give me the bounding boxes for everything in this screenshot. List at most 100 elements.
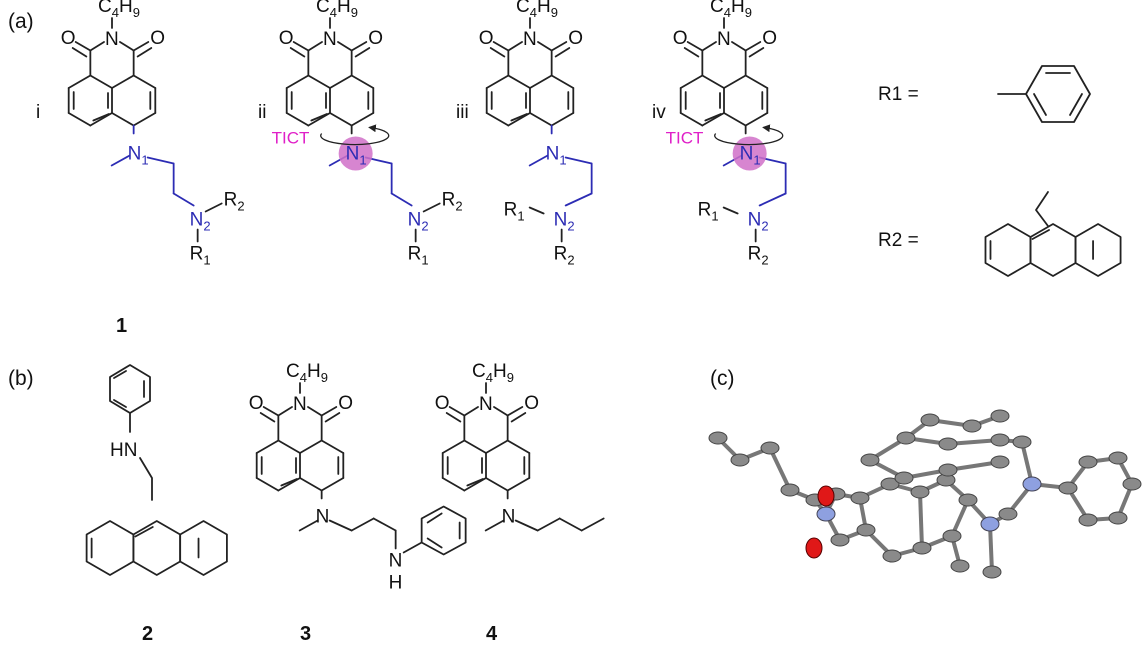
- crystal-carbon: [780, 483, 800, 497]
- imide-n: N: [523, 29, 537, 50]
- n2-label: N2: [748, 210, 769, 234]
- bond: [426, 537, 443, 549]
- carbonyl-o: O: [673, 28, 688, 49]
- variant-label-iv: iv: [652, 102, 666, 123]
- n2-label: N2: [408, 210, 429, 234]
- bond: [422, 202, 441, 213]
- imide-n: N: [717, 29, 731, 50]
- crystal-bond: [918, 491, 924, 549]
- bond: [485, 439, 509, 454]
- compound-2: HN: [85, 364, 228, 576]
- bond: [510, 113, 528, 122]
- bond: [580, 517, 605, 532]
- bond: [329, 112, 353, 127]
- methyl-bond: [298, 519, 319, 532]
- crystal-carbon: [990, 433, 1010, 447]
- bond: [731, 41, 747, 52]
- bond: [758, 192, 787, 207]
- crystal-nitrogen: [816, 506, 836, 522]
- bond: [89, 74, 113, 89]
- crystal-carbon: [920, 413, 940, 427]
- butyl-label: C4H9: [472, 361, 514, 385]
- anthracene-r2: [984, 223, 1122, 277]
- bond: [277, 406, 293, 417]
- crystal-carbon: [910, 485, 930, 499]
- bond: [299, 439, 323, 454]
- variant-label-ii: ii: [258, 102, 266, 123]
- bond: [723, 74, 747, 89]
- crystal-carbon: [1078, 455, 1098, 469]
- bond: [289, 47, 306, 58]
- bond: [320, 477, 345, 492]
- anth-2-ring-1: [85, 520, 135, 576]
- anth-r2-ring-3: [1074, 223, 1122, 277]
- bond: [441, 439, 466, 454]
- anthracene-2: [85, 520, 228, 576]
- bond: [506, 406, 524, 417]
- imide-n: N: [479, 394, 493, 415]
- carbonyl-o: O: [435, 393, 450, 414]
- bond: [136, 47, 153, 58]
- bond: [1031, 229, 1050, 240]
- crystal-carbon: [958, 493, 978, 507]
- bond: [119, 41, 135, 52]
- bond: [71, 47, 88, 58]
- bond: [67, 74, 92, 89]
- bond: [529, 112, 553, 127]
- aniline-n: N: [389, 551, 403, 572]
- carbonyl-o: O: [150, 28, 165, 49]
- crystal-carbon: [850, 491, 870, 505]
- bond: [146, 156, 175, 165]
- anth-2-ring-3: [179, 520, 228, 576]
- panel-label-a: (a): [8, 10, 34, 33]
- crystal-carbon: [708, 431, 728, 445]
- methyl-bond: [110, 154, 131, 167]
- bond: [259, 412, 276, 423]
- bond: [172, 192, 195, 207]
- crystal-nitrogen: [980, 516, 1000, 532]
- bond: [307, 41, 323, 52]
- crystal-carbon: [856, 523, 876, 537]
- crystal-carbon: [982, 565, 1002, 579]
- bond: [564, 192, 593, 207]
- compound-label-1: 1: [116, 315, 127, 337]
- bond: [448, 406, 466, 417]
- bond: [528, 206, 545, 215]
- bond: [489, 47, 506, 58]
- bond: [701, 41, 717, 52]
- carbonyl-o: O: [762, 28, 777, 49]
- bond: [111, 74, 135, 89]
- anth-2-ring-2: [132, 520, 182, 576]
- bond: [701, 74, 725, 89]
- bond: [92, 113, 110, 122]
- bond: [132, 112, 157, 127]
- bond: [299, 477, 323, 492]
- bond: [506, 439, 531, 454]
- tict-label: TICT: [272, 129, 310, 148]
- bond: [277, 439, 301, 454]
- crystal-carbon: [962, 419, 982, 433]
- n1-label: N1: [546, 144, 567, 168]
- bond: [134, 526, 154, 538]
- bond: [445, 412, 462, 423]
- bond: [350, 112, 375, 127]
- bond: [744, 41, 762, 52]
- bond: [350, 517, 375, 532]
- methyl-bond: [484, 519, 505, 532]
- bond: [722, 206, 739, 215]
- crystal-carbon: [1058, 481, 1078, 495]
- bond: [320, 439, 345, 454]
- anth-r2-ring-1: [984, 223, 1032, 277]
- crystal-nitrogen: [1022, 476, 1042, 492]
- panel-label-c: (c): [710, 367, 735, 390]
- tict-label: TICT: [666, 129, 704, 148]
- bond: [292, 41, 310, 52]
- bond: [67, 112, 92, 127]
- crystal-carbon: [990, 409, 1010, 423]
- bond: [262, 406, 280, 417]
- crystal-carbon: [950, 559, 970, 573]
